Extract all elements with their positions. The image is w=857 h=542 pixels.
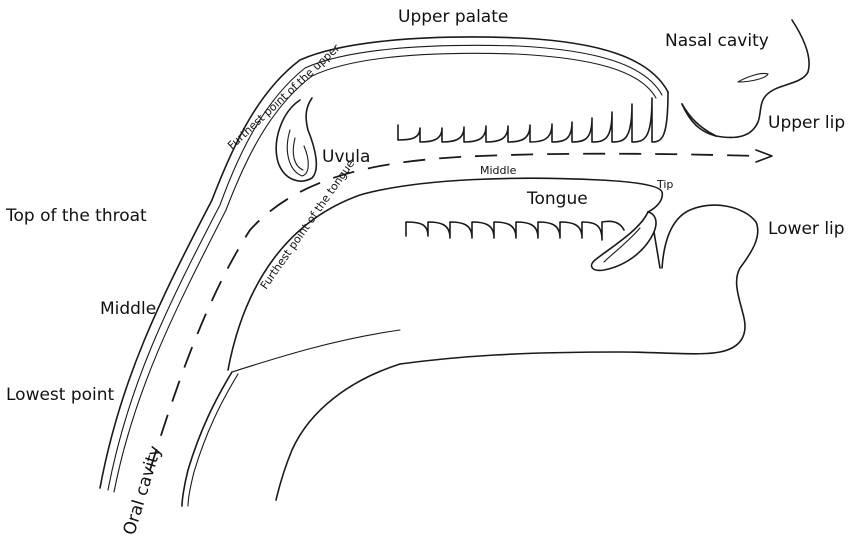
label-nasal-cavity: Nasal cavity <box>665 31 769 51</box>
label-lowest-point: Lowest point <box>6 385 115 405</box>
throat-front-wall <box>182 372 232 506</box>
lower-tooth-front <box>654 232 660 268</box>
uvula-fold-2 <box>293 138 303 170</box>
uvula-shape <box>276 98 316 181</box>
jaw-outline <box>276 364 400 500</box>
tongue-tip-detail <box>592 212 656 270</box>
label-tongue-middle: Middle <box>480 164 517 177</box>
label-middle-throat: Middle <box>100 299 156 319</box>
label-upper-lip: Upper lip <box>768 113 845 133</box>
label-tongue: Tongue <box>526 189 588 209</box>
throat-front-wall-inner <box>188 374 238 506</box>
upper-teeth <box>398 92 668 142</box>
throat-back-wall-inner <box>108 45 662 490</box>
label-oral-cavity: Oral cavity <box>120 443 166 537</box>
airflow-dashed-path <box>150 154 760 470</box>
label-tip: Tip <box>656 178 673 191</box>
label-furthest-tongue: Furthest point of the tongue <box>258 157 358 291</box>
label-furthest-upper: Furthest point of the upper <box>225 41 343 152</box>
lower-lip-outline <box>400 205 758 364</box>
airflow-arrow-head <box>756 150 772 162</box>
tongue-surface <box>228 178 662 370</box>
nostril <box>738 73 768 82</box>
label-lower-lip: Lower lip <box>768 219 845 239</box>
lower-teeth <box>406 221 624 240</box>
label-upper-palate: Upper palate <box>398 7 508 27</box>
throat-back-wall-third <box>114 53 656 492</box>
throat-back-wall-outer <box>100 37 668 488</box>
tongue-root <box>232 330 400 372</box>
uvula-fold-1 <box>287 130 308 176</box>
label-top-throat: Top of the throat <box>5 206 147 226</box>
upper-lip-outline <box>682 104 716 136</box>
